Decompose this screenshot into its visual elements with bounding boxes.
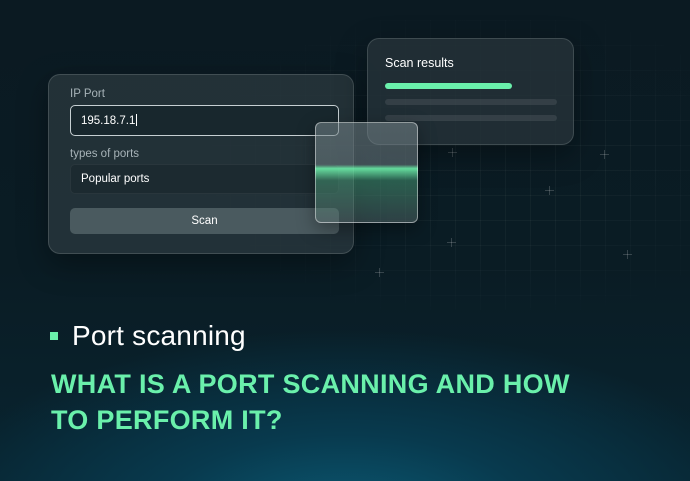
- scan-progress-bar: [385, 83, 512, 89]
- port-types-select[interactable]: Popular ports: [70, 164, 339, 194]
- port-scan-form: IP Port 195.18.7.1 types of ports Popula…: [48, 74, 354, 254]
- result-placeholder-line: [385, 99, 557, 105]
- text-caret: [136, 114, 138, 126]
- article-headline: WHAT IS A PORT SCANNING AND HOW TO PERFO…: [51, 366, 611, 438]
- ip-port-label: IP Port: [70, 88, 105, 100]
- sparkle-icon: [623, 250, 632, 259]
- category-tag: Port scanning: [50, 318, 246, 354]
- result-placeholder-line: [385, 115, 557, 121]
- sparkle-icon: [447, 238, 456, 247]
- headline-line-1: WHAT IS A PORT SCANNING AND HOW: [51, 369, 570, 399]
- square-bullet-icon: [50, 332, 58, 340]
- ip-port-input[interactable]: 195.18.7.1: [70, 105, 339, 136]
- sparkle-icon: [448, 148, 457, 157]
- scanner-overlay: [315, 122, 418, 223]
- sparkle-icon: [545, 186, 554, 195]
- headline-line-2: TO PERFORM IT?: [51, 405, 283, 435]
- category-label: Port scanning: [72, 320, 246, 351]
- scan-results-title: Scan results: [385, 56, 454, 70]
- sparkle-icon: [375, 268, 384, 277]
- port-types-label: types of ports: [70, 148, 140, 160]
- ip-port-value: 195.18.7.1: [81, 115, 136, 127]
- sparkle-icon: [600, 150, 609, 159]
- scan-button[interactable]: Scan: [70, 208, 339, 234]
- port-types-value: Popular ports: [81, 173, 150, 185]
